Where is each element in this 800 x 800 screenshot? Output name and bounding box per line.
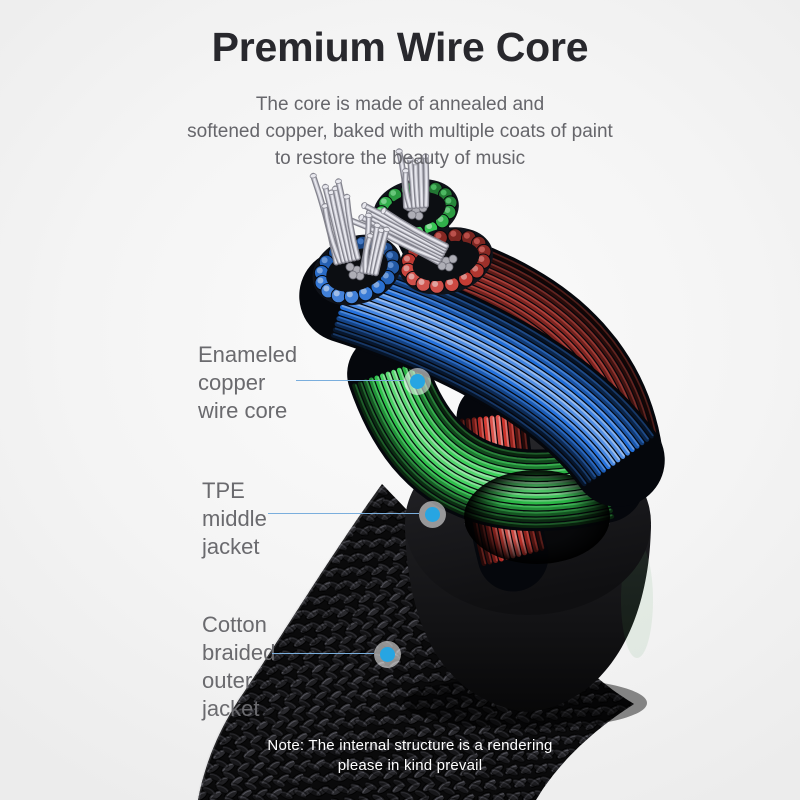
marker-dot bbox=[373, 640, 401, 668]
braided-outer-jacket bbox=[196, 484, 634, 800]
page-subtitle: The core is made of annealed and softene… bbox=[187, 94, 613, 169]
callout-label: TPE middle jacket bbox=[202, 478, 267, 559]
callout-label: Enameled copper wire core bbox=[198, 342, 298, 423]
product-note: Note: The internal structure is a render… bbox=[267, 737, 553, 774]
callout-label: Cotton braided outer jacket bbox=[202, 612, 276, 721]
leader-line bbox=[272, 653, 374, 654]
page-title: Premium Wire Core bbox=[211, 24, 589, 70]
wire-cut-ends bbox=[309, 148, 493, 306]
marker-dot bbox=[418, 500, 446, 528]
leader-line bbox=[296, 380, 404, 381]
leader-line bbox=[268, 513, 419, 514]
marker-dot bbox=[403, 367, 431, 395]
